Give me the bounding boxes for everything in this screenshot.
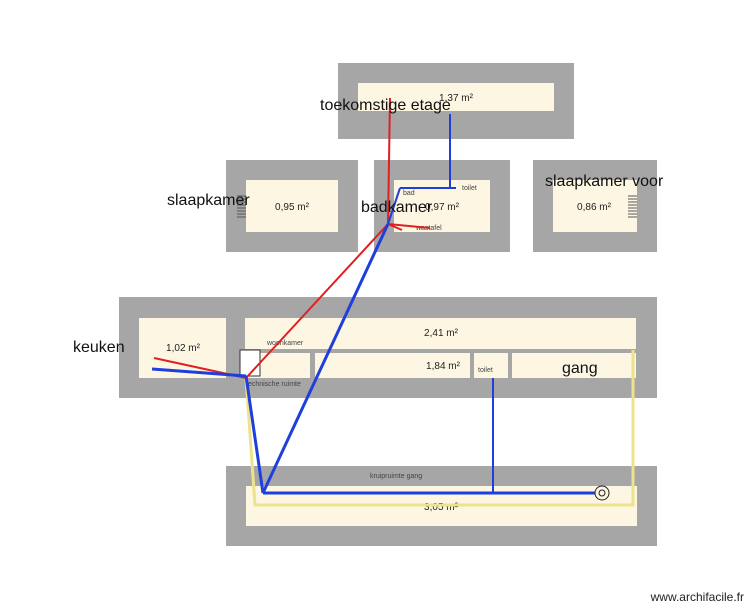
room-bedroom[interactable]: 0,95 m² <box>226 160 358 252</box>
ground-floor[interactable]: 1,02 m² 2,41 m² woonkamer technische rui… <box>119 297 657 398</box>
water-meter-icon <box>594 485 610 501</box>
kitchen-area: 1,02 m² <box>166 343 201 354</box>
bath-label: bad <box>403 190 415 197</box>
bathroom-label: badkamer <box>361 199 433 216</box>
room-bedroom-floor <box>246 180 338 232</box>
room-front-bedroom[interactable]: 0,86 m² <box>533 160 657 252</box>
room-front-bedroom-area: 0,86 m² <box>577 202 612 213</box>
blue-supply-pipes <box>151 114 604 495</box>
living-top-area: 2,41 m² <box>424 328 459 339</box>
crawlspace-label: kruipruimte gang <box>370 473 422 480</box>
hallway-floor <box>512 353 636 378</box>
toilet-downstairs-label: toilet <box>478 367 493 374</box>
room-bathroom-area: 0,97 m² <box>425 202 460 213</box>
front-bedroom-label: slaapkamer voor <box>545 173 664 190</box>
hall-area: 1,84 m² <box>426 361 461 372</box>
room-top[interactable]: 1,37 m² <box>338 63 574 139</box>
technical-room-label: technische ruimte <box>246 381 301 388</box>
technical-cabinet <box>239 349 261 377</box>
future-floor-label: toekomstige etage <box>320 97 451 114</box>
drain-pipe <box>244 350 635 507</box>
hall-floor <box>315 353 470 378</box>
living-label: woonkamer <box>266 340 304 347</box>
toilet-upstairs-label: toilet <box>462 185 477 192</box>
radiator-icon <box>628 195 637 218</box>
room-front-bedroom-floor <box>553 180 637 232</box>
radiator-icon-bedroom <box>237 195 246 218</box>
crawlspace-area: 3,05 m² <box>424 502 459 513</box>
room-bathroom[interactable]: 0,97 m² bad toilet wastafel <box>374 160 510 252</box>
toilet-downstairs-floor <box>474 353 508 378</box>
living-floor <box>245 318 636 349</box>
bedroom-label: slaapkamer <box>167 192 250 209</box>
room-top-area: 1,37 m² <box>439 93 474 104</box>
hallway-label: gang <box>562 360 598 377</box>
kitchen-label: keuken <box>73 339 125 356</box>
watermark: www.archifacile.fr <box>650 590 744 604</box>
room-bedroom-area: 0,95 m² <box>275 202 310 213</box>
